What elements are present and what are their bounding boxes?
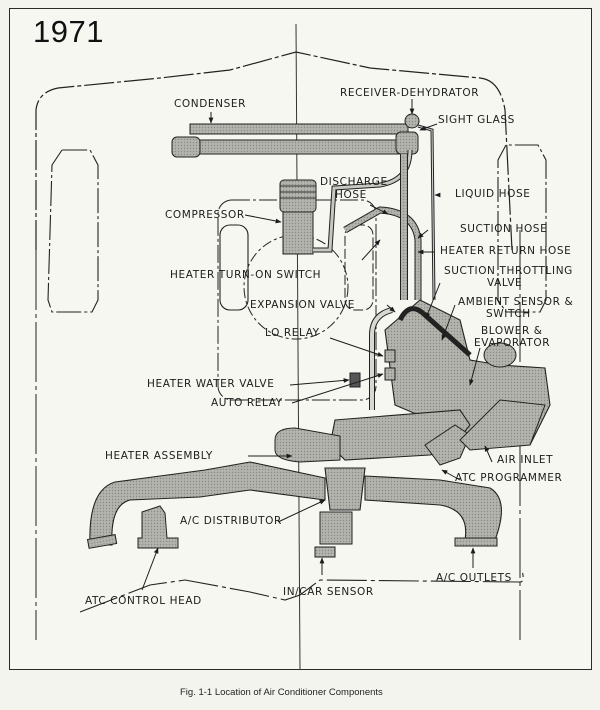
- ac-distributor: [324, 467, 366, 511]
- leader-lines: [141, 99, 493, 591]
- atc-control-head-box: [137, 505, 179, 549]
- vehicle-centerline: [295, 23, 301, 671]
- air-cleaner-outline: [243, 234, 349, 340]
- label-auto-relay: AUTO RELAY: [211, 397, 283, 409]
- label-liquid-hose: LIQUID HOSE: [455, 188, 531, 200]
- label-suction-throttling-valve-1: SUCTION THROTTLING: [444, 265, 573, 277]
- label-ambient-sensor-1: AMBIENT SENSOR &: [458, 296, 574, 308]
- label-heater-assembly: HEATER ASSEMBLY: [105, 450, 213, 462]
- label-expansion-valve: EXPANSION VALVE: [250, 299, 355, 311]
- label-discharge-hose-1: DISCHARGE: [320, 176, 388, 188]
- label-heater-turn-on-switch: HEATER TURN-ON SWITCH: [170, 269, 322, 281]
- left-duct: [89, 461, 326, 546]
- engine-compartment-outline: [35, 51, 513, 251]
- label-in-car-sensor: IN/CAR SENSOR: [283, 586, 374, 598]
- in-car-sensor-box: [314, 546, 336, 558]
- condenser-end-tank: [171, 136, 201, 158]
- compressor-clutch: [279, 179, 317, 213]
- engine-left-bank: [219, 224, 249, 311]
- label-blower-1: BLOWER &: [481, 325, 543, 337]
- label-blower-2: EVAPORATOR: [474, 337, 551, 349]
- label-receiver-dehydrator: RECEIVER-DEHYDRATOR: [340, 87, 480, 99]
- label-ambient-sensor-2: SWITCH: [486, 308, 531, 320]
- label-sight-glass: SIGHT GLASS: [438, 114, 515, 126]
- year-label: 1971: [33, 14, 104, 49]
- condenser-lower-bar: [197, 139, 409, 155]
- receiver-dehydrator: [404, 113, 420, 129]
- label-ac-outlets: A/C OUTLETS: [436, 572, 512, 584]
- engine-right-bank: [344, 224, 374, 311]
- heater-water-valve: [349, 372, 361, 388]
- label-compressor: COMPRESSOR: [165, 209, 245, 221]
- label-atc-control-head: ATC CONTROL HEAD: [85, 595, 202, 607]
- label-suction-throttling-valve-2: VALVE: [487, 277, 523, 289]
- label-discharge-hose-2: HOSE: [335, 189, 367, 201]
- expansion-valve-loop: [397, 306, 472, 357]
- center-outlet: [319, 511, 353, 545]
- air-inlet-duct: [459, 399, 546, 451]
- condenser-upper-bar: [189, 123, 409, 135]
- label-suction-hose: SUCTION HOSE: [460, 223, 548, 235]
- label-atc-programmer: ATC PROGRAMMER: [455, 472, 563, 484]
- right-duct: [364, 475, 502, 541]
- label-heater-water-valve: HEATER WATER VALVE: [147, 378, 275, 390]
- auto-relay-box: [384, 367, 396, 381]
- lo-relay-box: [384, 349, 396, 363]
- figure-caption: Fig. 1-1 Location of Air Conditioner Com…: [180, 687, 383, 698]
- right-outlet: [454, 537, 498, 547]
- dash-panel-outline: [79, 569, 524, 613]
- label-ac-distributor: A/C DISTRIBUTOR: [180, 515, 282, 527]
- receiver-tank: [395, 131, 419, 155]
- label-heater-return-hose: HEATER RETURN HOSE: [440, 245, 572, 257]
- label-lo-relay: LO RELAY: [265, 327, 320, 339]
- left-outlet: [86, 534, 118, 549]
- atc-programmer-box: [424, 424, 471, 466]
- heater-core-pipe: [274, 427, 341, 463]
- right-wheel-well: [497, 144, 547, 313]
- compressor-body: [282, 211, 314, 255]
- label-condenser: CONDENSER: [174, 98, 247, 110]
- left-wheel-well: [47, 149, 99, 313]
- label-air-inlet: AIR INLET: [497, 454, 554, 466]
- blower-motor: [483, 342, 517, 368]
